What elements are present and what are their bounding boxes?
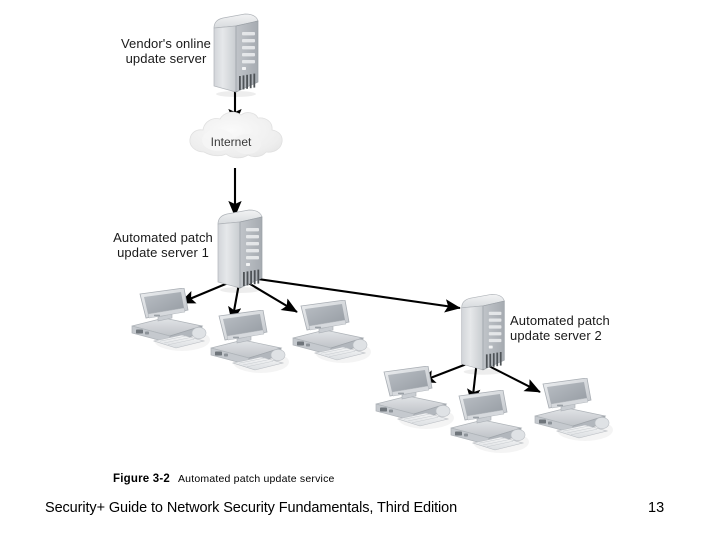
arrow-server1-to-server2 [243,275,461,313]
label-internet: Internet [210,135,252,149]
server-tower-icon-server2 [461,293,505,376]
figure-caption: Figure 3-2 Automated patch update service [113,473,335,485]
figure-diagram: Vendor's online update server Internet A… [113,13,614,485]
desktop-computer-icon-client-1c [292,300,372,364]
figure-caption-number: Figure 3-2 [113,473,170,485]
server-tower-icon-server1 [217,209,263,294]
cloud-icon-internet [189,111,283,159]
desktop-computer-icon-client-1a [131,288,211,352]
desktop-computer-icon-client-2a [375,366,455,430]
figure-caption-text: Automated patch update service [177,473,335,485]
diagram-canvas [131,13,614,454]
desktop-computer-icon-client-2c [534,378,614,442]
server-tower-icon-vendor [213,13,259,98]
footer-book-title: Security+ Guide to Network Security Fund… [45,500,458,516]
desktop-computer-icon-client-1b [210,310,290,374]
desktop-computer-icon-client-2b [450,390,530,454]
footer-page-number: 13 [648,500,665,516]
slide-footer: Security+ Guide to Network Security Fund… [0,498,720,528]
